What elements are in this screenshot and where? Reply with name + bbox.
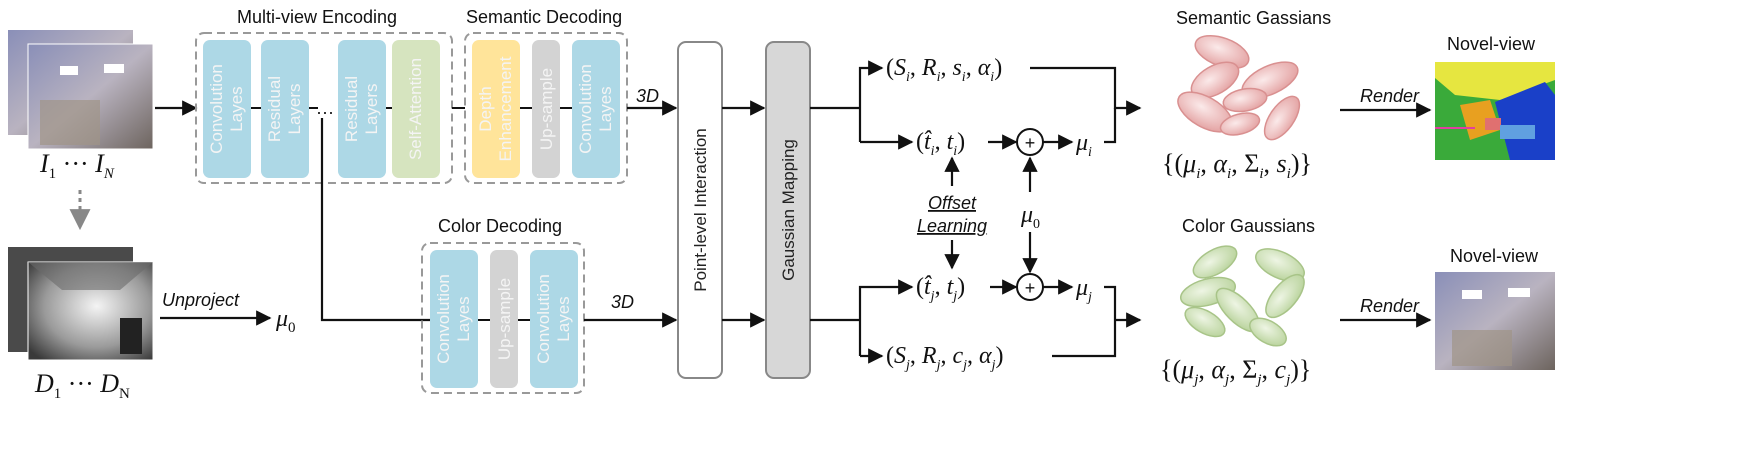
svg-text:Up-sample: Up-sample: [537, 68, 556, 150]
novel-view-bottom-title: Novel-view: [1450, 246, 1539, 266]
depths-label: D1 ··· DN: [34, 369, 130, 402]
svg-text:Convolution: Convolution: [207, 64, 226, 154]
render-bottom-label: Render: [1360, 296, 1420, 316]
point-level-interaction-block: Point-level Interaction: [677, 41, 723, 379]
mu-j: μj: [1075, 275, 1092, 305]
col-conv-block-2: Convolution Layes: [530, 250, 578, 388]
depth-images: [8, 247, 154, 361]
col-conv-block-1: Convolution Layes: [430, 250, 478, 388]
svg-text:Layers: Layers: [362, 83, 381, 134]
images-label: I1 ··· IN: [39, 149, 115, 182]
svg-text:Enhancement: Enhancement: [496, 56, 515, 161]
svg-text:Up-sample: Up-sample: [495, 278, 514, 360]
col-offset: (t̂j, tj): [916, 274, 965, 304]
multiview-title: Multi-view Encoding: [237, 7, 397, 27]
svg-text:+: +: [1025, 133, 1036, 153]
enc-self-attention-block: Self-Attention: [392, 40, 440, 178]
unproject-label: Unproject: [162, 290, 240, 310]
col-upsample-block: Up-sample: [490, 250, 518, 388]
color-decoding-title: Color Decoding: [438, 216, 562, 236]
mu-i: μi: [1075, 130, 1092, 160]
semantic-gaussians-illustration: [1177, 34, 1301, 141]
color-gaussians-illustration: [1179, 245, 1305, 347]
gaussian-mapping-block: Gaussian Mapping: [765, 41, 811, 379]
three-d-bottom: 3D: [611, 292, 634, 312]
novel-view-top-title: Novel-view: [1447, 34, 1536, 54]
svg-text:Layes: Layes: [596, 86, 615, 131]
semantic-decoding-title: Semantic Decoding: [466, 7, 622, 27]
sem-upsample-block: Up-sample: [532, 40, 560, 178]
svg-text:Self-Attention: Self-Attention: [406, 58, 425, 160]
sem-depth-enhancement-block: Depth Enhancement: [472, 40, 520, 178]
input-images: [8, 30, 154, 150]
svg-text:Layes: Layes: [454, 296, 473, 341]
sem-offset: (t̂i, ti): [916, 129, 965, 159]
svg-text:Convolution: Convolution: [576, 64, 595, 154]
enc-residual-block-2: Residual Layers: [338, 40, 386, 178]
offset-learning-2: Learning: [917, 216, 987, 236]
novel-view-rgb: [1435, 272, 1555, 370]
novel-view-segmentation: [1435, 62, 1555, 160]
color-set: {(μj, αj, Σj, cj)}: [1160, 355, 1311, 388]
render-top-label: Render: [1360, 86, 1420, 106]
svg-text:Residual: Residual: [342, 76, 361, 142]
color-decoding-box: [421, 242, 585, 394]
svg-text:Layes: Layes: [227, 86, 246, 131]
semantic-gaussians-title: Semantic Gassians: [1176, 8, 1331, 28]
mu0-mid: μ0: [1020, 202, 1040, 232]
color-gaussians-title: Color Gaussians: [1182, 216, 1315, 236]
col-params: (Sj, Rj, cj, αj): [886, 343, 1004, 373]
svg-text:Residual: Residual: [265, 76, 284, 142]
offset-learning-1: Offset: [928, 193, 977, 213]
enc-conv-block: Convolution Layes: [203, 40, 251, 178]
enc-residual-block-1: Residual Layers: [261, 40, 309, 178]
ellipsis: ···: [316, 102, 334, 122]
svg-text:Gaussian Mapping: Gaussian Mapping: [779, 139, 798, 281]
svg-text:Convolution: Convolution: [534, 274, 553, 364]
sem-conv-block: Convolution Layes: [572, 40, 620, 178]
svg-text:Layes: Layes: [554, 296, 573, 341]
three-d-top: 3D: [636, 86, 659, 106]
svg-text:+: +: [1025, 278, 1036, 298]
sem-params: (Si, Ri, si, αi): [886, 55, 1002, 85]
svg-text:Point-level Interaction: Point-level Interaction: [691, 128, 710, 291]
mu0-left: μ0: [275, 306, 296, 336]
svg-text:Depth: Depth: [476, 86, 495, 131]
semantic-set: {(μi, αi, Σi, si)}: [1162, 149, 1312, 182]
svg-text:Layers: Layers: [285, 83, 304, 134]
svg-text:Convolution: Convolution: [434, 274, 453, 364]
